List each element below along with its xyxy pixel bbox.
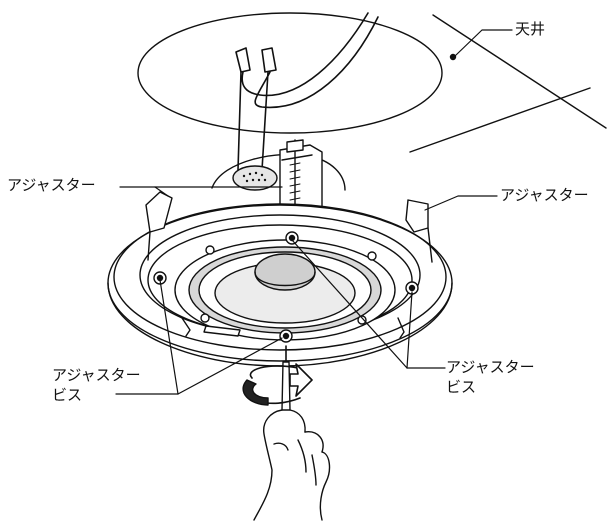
label-adjuster-screw-left-1: アジャスター [52, 366, 141, 384]
label-adjuster-screw-right-1: アジャスター [446, 358, 535, 376]
label-adjuster-right: アジャスター [500, 186, 589, 204]
adjuster-tab-left [145, 191, 173, 261]
adjuster-tab-right [405, 199, 433, 263]
speaker-back-can [211, 153, 346, 191]
ceiling-disc [137, 12, 607, 153]
hand [253, 409, 331, 521]
speaker-cables [235, 12, 379, 171]
label-adjuster-screw-right-2: ビス [446, 378, 477, 396]
label-ceiling: 天井 [515, 20, 546, 38]
speaker-driver [174, 239, 396, 341]
mounting-screws [153, 231, 419, 343]
label-adjuster-screw-left-2: ビス [52, 386, 83, 404]
leader-lines [115, 29, 513, 395]
label-adjuster-left: アジャスター [7, 176, 96, 194]
rotation-arrow [242, 363, 313, 406]
